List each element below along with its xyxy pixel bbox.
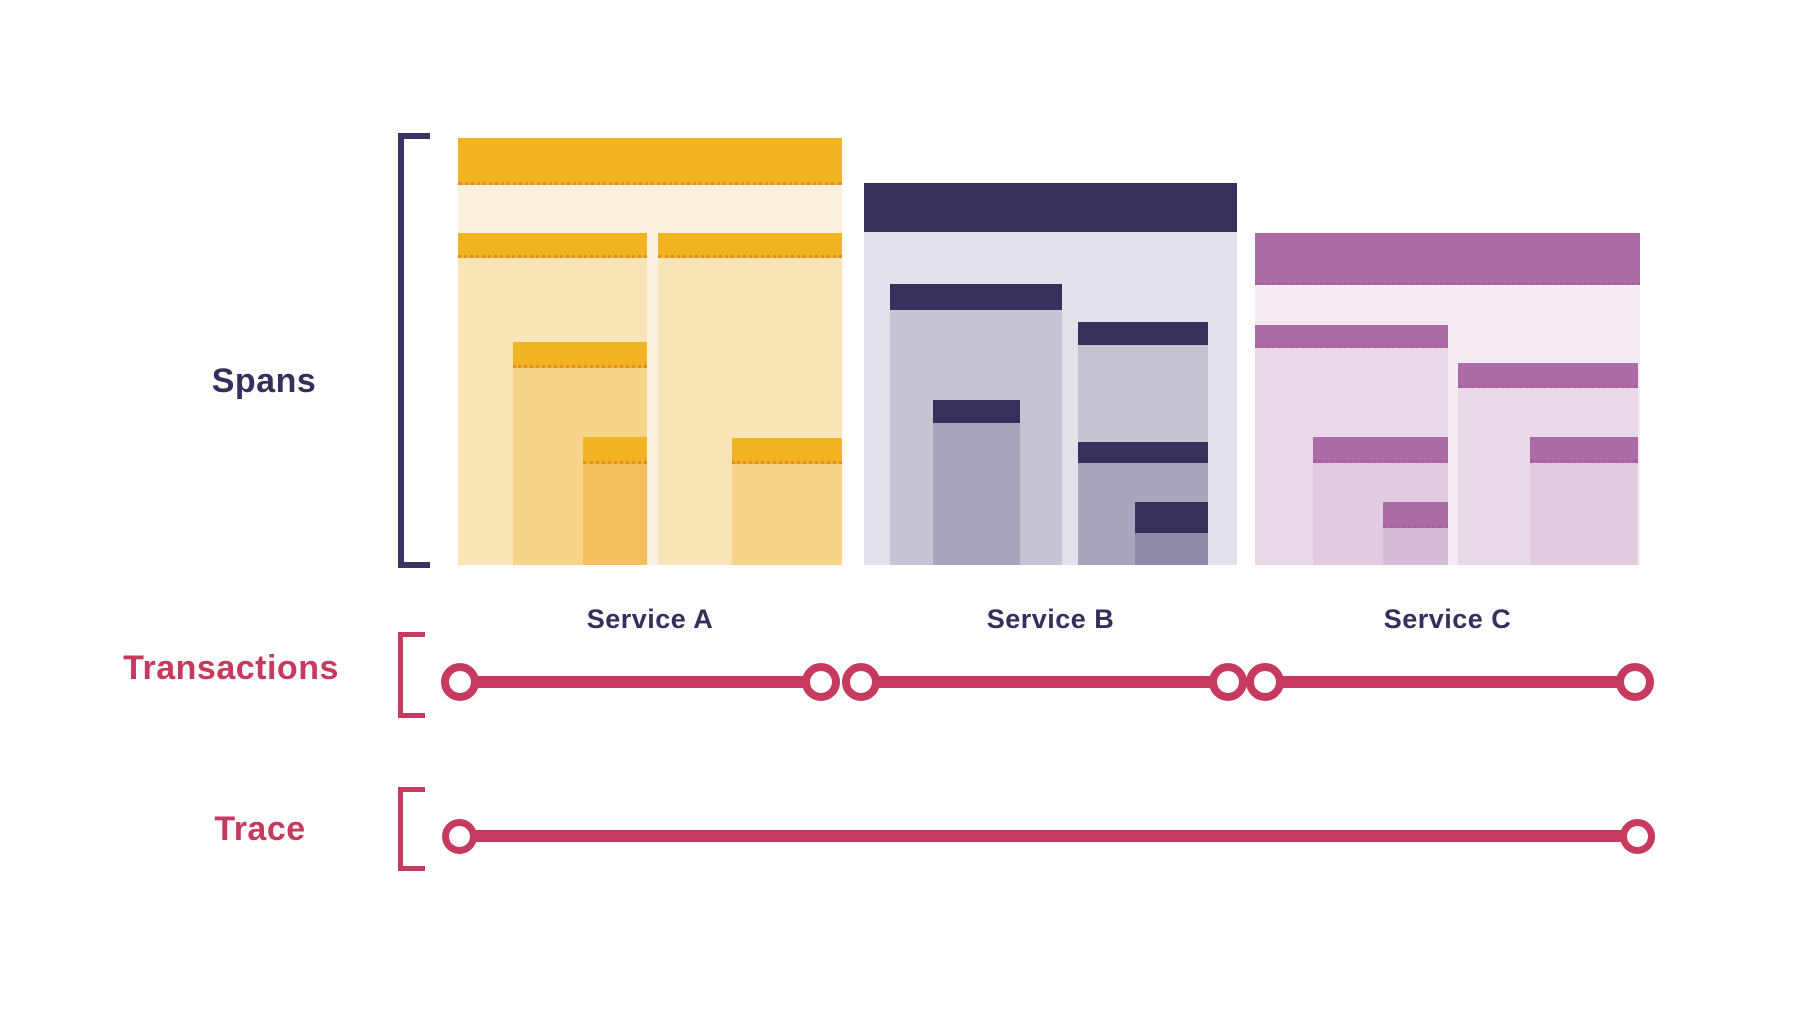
transactions-bracket [398,632,425,718]
spans-row-label: Spans [211,362,317,400]
span-bar [732,438,842,464]
timeline-start-endpoint [441,818,477,854]
timeline-end-endpoint [1616,663,1654,701]
timeline-end-endpoint [802,663,840,701]
span-bar [1255,233,1640,285]
span-bar [1255,325,1448,348]
span-bar [658,233,842,258]
span-body [583,464,647,565]
span-bar [458,233,647,258]
trace-bracket [398,787,425,871]
span-bar [1078,442,1208,463]
timeline-line [1265,676,1635,688]
span-bar [1458,363,1638,388]
timeline-start-endpoint [842,663,880,701]
span-body [1135,533,1208,565]
span-body [1530,463,1638,565]
timeline-start-endpoint [1246,663,1284,701]
service-b-label: Service B [986,604,1115,634]
span-bar [864,183,1237,232]
transactions-row-label: Transactions [123,649,339,687]
span-bar [583,437,647,464]
span-bar [458,138,842,185]
spans-bracket [398,133,430,568]
span-body [933,423,1020,565]
timeline-line [459,830,1637,842]
span-bar [1078,322,1208,345]
trace-row-label: Trace [214,810,306,848]
span-bar [1383,502,1448,528]
span-bar [513,342,647,368]
span-body [732,464,842,565]
service-c-label: Service C [1383,604,1512,634]
span-bar [933,400,1020,423]
timeline-end-endpoint [1619,818,1655,854]
span-bar [1135,502,1208,533]
span-bar [890,284,1062,310]
span-body [1383,528,1448,565]
span-bar [1530,437,1638,463]
timeline-line [460,676,821,688]
service-a-label: Service A [586,604,714,634]
timeline-end-endpoint [1209,663,1247,701]
timeline-line [861,676,1228,688]
span-bar [1313,437,1448,463]
timeline-start-endpoint [441,663,479,701]
